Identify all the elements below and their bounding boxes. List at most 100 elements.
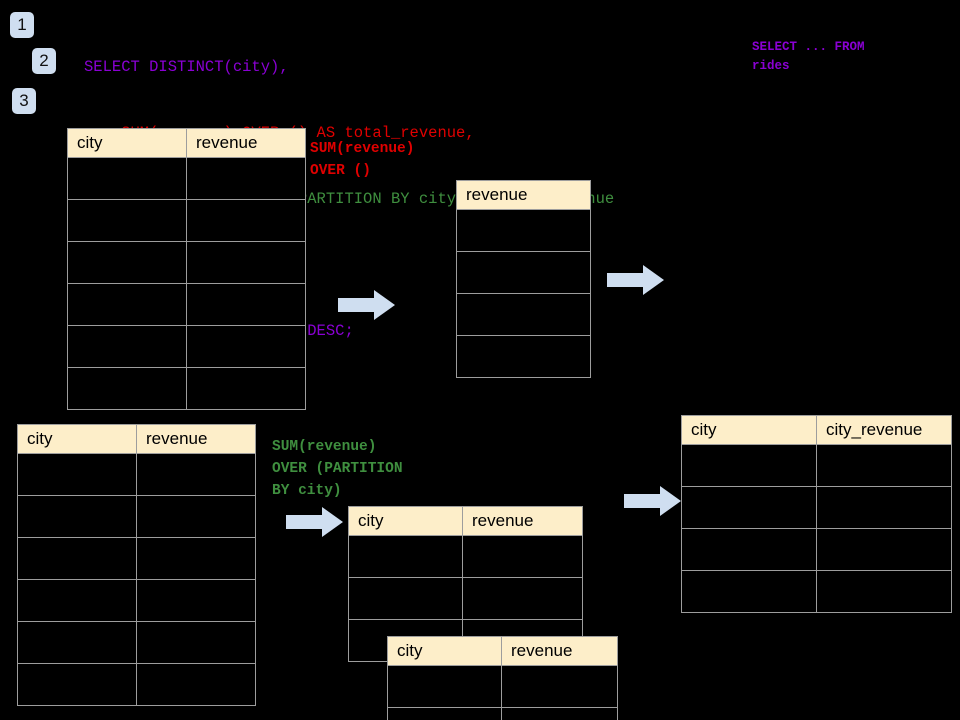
table-row [456, 251, 591, 294]
step-badge-1: 1 [10, 12, 34, 38]
step-badge-2: 2 [32, 48, 56, 74]
table-row [681, 570, 952, 613]
table-row [17, 621, 256, 664]
table-cell [67, 157, 187, 200]
rides-source-table-bottom: city revenue [17, 424, 256, 706]
table-cell [67, 241, 187, 284]
table-cell [816, 570, 952, 613]
table-row [67, 325, 306, 368]
table-cell [501, 665, 618, 708]
table-cell [501, 707, 618, 720]
table-cell [348, 577, 463, 620]
table-cell [136, 621, 256, 664]
table-cell [456, 293, 591, 336]
table-cell [186, 199, 306, 242]
column-header-revenue: revenue [456, 180, 591, 210]
annotation-sum-over-partition: SUM(revenue) OVER (PARTITION BY city) [272, 439, 403, 499]
right-arrow-icon [286, 507, 343, 537]
table-cell [387, 665, 502, 708]
sql-line-1: SELECT DISTINCT(city), [84, 58, 289, 76]
table-cell [816, 444, 952, 487]
table-row [67, 367, 306, 410]
table-cell [681, 444, 817, 487]
table-cell [681, 486, 817, 529]
table-row [17, 663, 256, 706]
table-row [456, 335, 591, 378]
column-header-revenue: revenue [462, 506, 583, 536]
table-header-row: city revenue [387, 636, 618, 666]
table-cell [456, 335, 591, 378]
table-cell [186, 157, 306, 200]
table-row [67, 283, 306, 326]
column-header-city: city [681, 415, 817, 445]
table-row [387, 707, 618, 720]
table-row [17, 495, 256, 538]
table-cell [816, 528, 952, 571]
table-cell [816, 486, 952, 529]
right-arrow-icon [338, 290, 395, 320]
table-header-row: city city_revenue [681, 415, 952, 445]
column-header-city: city [348, 506, 463, 536]
table-cell [67, 367, 187, 410]
table-row [681, 528, 952, 571]
table-cell [17, 621, 137, 664]
table-row [681, 444, 952, 487]
table-cell [67, 199, 187, 242]
table-cell [136, 453, 256, 496]
partition-group-table-back: city revenue [348, 506, 583, 662]
annotation-sum-over-empty: SUM(revenue) OVER () [310, 141, 415, 179]
table-cell [186, 241, 306, 284]
table-header-row: city revenue [348, 506, 583, 536]
table-cell [456, 251, 591, 294]
table-cell [136, 537, 256, 580]
rides-source-table: city revenue [67, 128, 306, 410]
column-header-revenue: revenue [501, 636, 618, 666]
table-row [17, 453, 256, 496]
city-revenue-result-table: city city_revenue [681, 415, 952, 613]
table-header-row: revenue [456, 180, 591, 210]
table-row [456, 293, 591, 336]
partition-group-table-front: city revenue [387, 636, 618, 720]
arrow-total-to-result [607, 263, 665, 297]
table-cell [17, 453, 137, 496]
table-row [67, 157, 306, 200]
table-cell [348, 535, 463, 578]
column-header-city: city [387, 636, 502, 666]
table-cell [186, 367, 306, 410]
total-revenue-table: revenue [456, 180, 591, 378]
table-cell [17, 663, 137, 706]
table-cell [387, 707, 502, 720]
table-cell [67, 325, 187, 368]
right-arrow-icon [624, 486, 681, 516]
table-header-row: city revenue [67, 128, 306, 158]
column-header-revenue: revenue [186, 128, 306, 158]
table-cell [186, 283, 306, 326]
arrow-source-to-total [338, 288, 396, 322]
table-cell [681, 570, 817, 613]
table-cell [17, 579, 137, 622]
column-header-city: city [67, 128, 187, 158]
table-cell [136, 495, 256, 538]
table-cell [67, 283, 187, 326]
table-row [17, 537, 256, 580]
table-header-row: city revenue [17, 424, 256, 454]
table-row [348, 535, 583, 578]
column-header-city: city [17, 424, 137, 454]
table-cell [17, 537, 137, 580]
column-header-revenue: revenue [136, 424, 256, 454]
column-header-city-revenue: city_revenue [816, 415, 952, 445]
table-row [456, 209, 591, 252]
table-row [348, 577, 583, 620]
right-arrow-icon [607, 265, 664, 295]
arrow-source-to-partition [286, 505, 344, 539]
table-cell [681, 528, 817, 571]
table-row [681, 486, 952, 529]
annotation-select-from: SELECT ... FROM rides [752, 40, 865, 73]
table-cell [136, 579, 256, 622]
table-cell [17, 495, 137, 538]
step-badge-3: 3 [12, 88, 36, 114]
arrow-partition-to-result [624, 484, 682, 518]
table-cell [186, 325, 306, 368]
table-cell [462, 535, 583, 578]
